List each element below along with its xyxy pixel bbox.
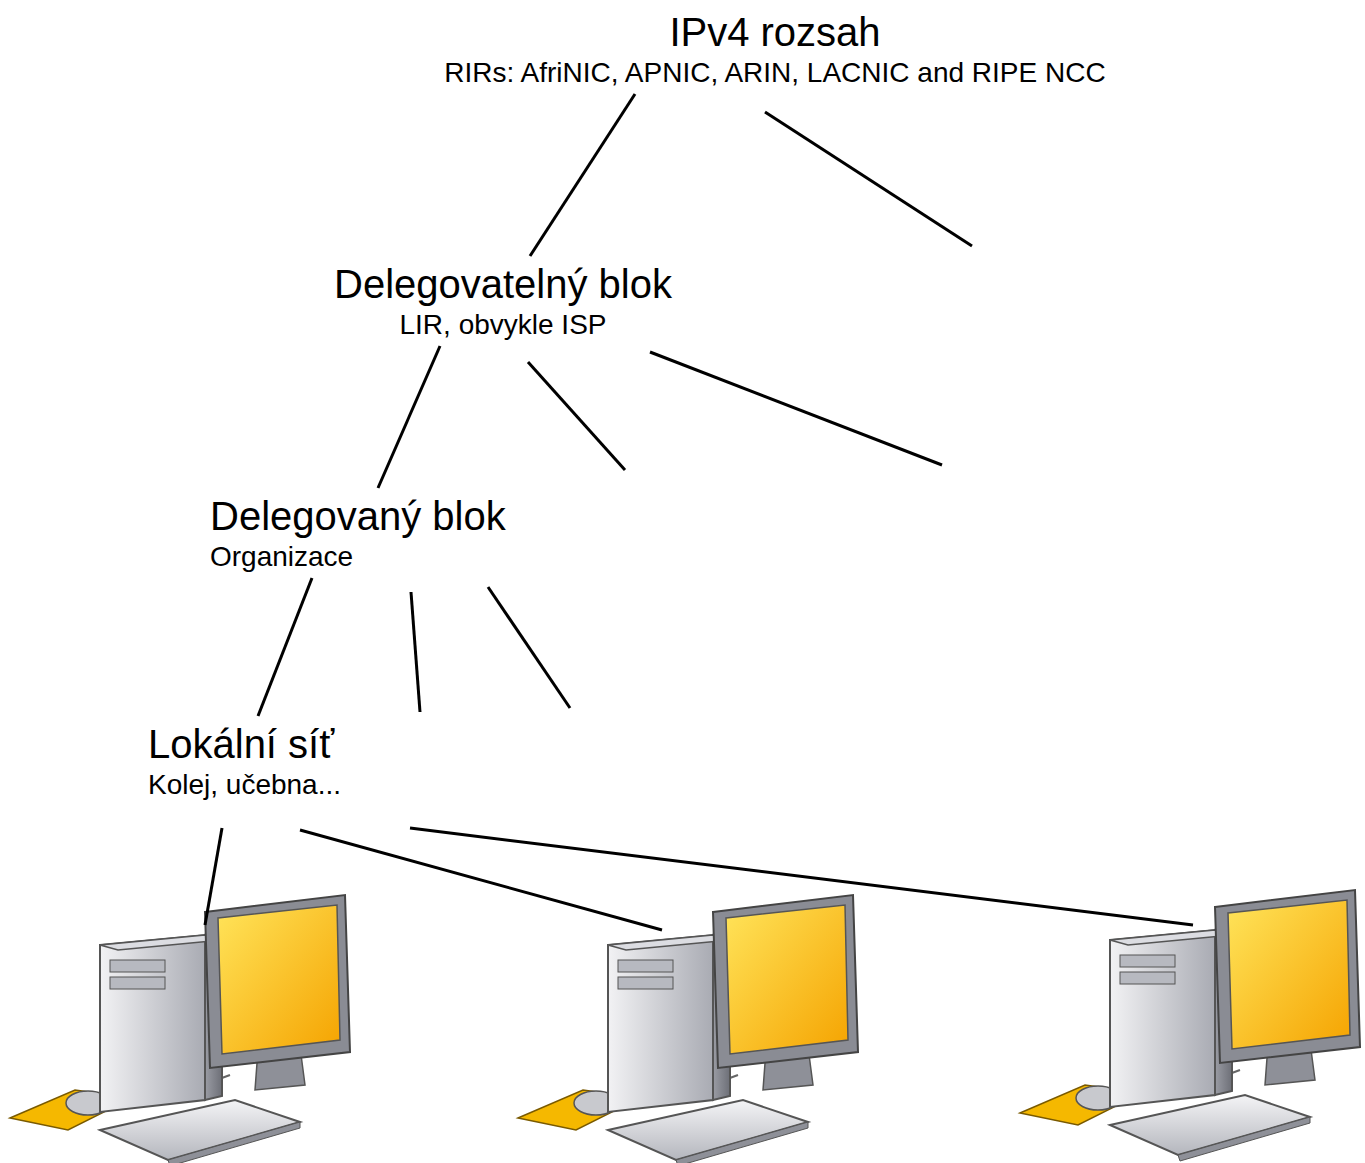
tree-branch (411, 592, 420, 712)
tree-branch (488, 587, 570, 708)
tree-connector (258, 578, 312, 716)
level-title: Delegovatelný blok (334, 260, 672, 308)
tree-connector (378, 346, 440, 488)
level-note: RIRs: AfriNIC, APNIC, ARIN, LACNIC and R… (444, 56, 1105, 90)
tree-branch (528, 362, 625, 470)
tree-level: IPv4 rozsahRIRs: AfriNIC, APNIC, ARIN, L… (440, 6, 1109, 92)
level-note: Kolej, učebna... (148, 768, 341, 802)
tree-level: Delegovaný blokOrganizace (206, 490, 510, 576)
computer-icon (10, 895, 350, 1163)
computer-icon (518, 895, 858, 1163)
tree-branch (205, 112, 1193, 930)
level-title: Delegovaný blok (210, 492, 506, 540)
tree-branch (650, 352, 942, 465)
computer-icon (1020, 890, 1360, 1161)
tree-connector (530, 94, 635, 256)
level-note: LIR, obvykle ISP (334, 308, 672, 342)
tree-branch (300, 830, 662, 930)
tree-level: Lokální síťKolej, učebna... (144, 718, 345, 804)
tree-branch (410, 828, 1193, 925)
tree-branch (205, 828, 222, 925)
level-title: Lokální síť (148, 720, 341, 768)
tree-branch (765, 112, 972, 246)
level-title: IPv4 rozsah (444, 8, 1105, 56)
level-note: Organizace (210, 540, 506, 574)
tree-level: Delegovatelný blokLIR, obvykle ISP (330, 258, 676, 344)
